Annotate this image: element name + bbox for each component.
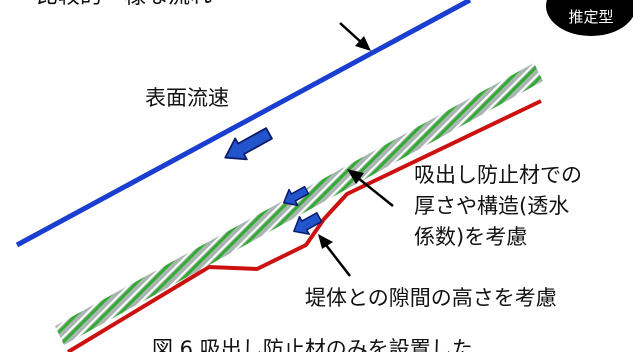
mat-leader-arrow [347, 169, 394, 207]
surface-velocity-label: 表面流速 [145, 86, 229, 110]
badge-shape [546, 0, 633, 36]
mat-note-line-1: 吸出し防止材での [414, 163, 582, 187]
badge-label: 推定型 [568, 8, 613, 26]
mat-note-line-2: 厚さや構造(透水 [414, 194, 569, 218]
top-flow-label: 比较的一様な流れ [36, 0, 212, 9]
flow-leader-arrow [339, 22, 371, 51]
gap-height-label: 堤体との隙間の高さを考慮 [305, 286, 557, 310]
figure-caption: 図 6 吸出し防止材のみを設置した [152, 337, 473, 352]
embankment-line [66, 99, 542, 352]
mat-flow-arrow-lower [293, 212, 323, 235]
mat-note-line-3: 係数)を考慮 [414, 225, 527, 249]
mat-flow-arrow-upper [283, 185, 310, 207]
estimation-badge: 推定型 [546, 0, 633, 36]
flow-line [15, 0, 472, 248]
gap-leader-arrow [318, 234, 351, 277]
surface-velocity-arrow [224, 127, 273, 161]
blowout-prevention-mat [55, 63, 543, 345]
